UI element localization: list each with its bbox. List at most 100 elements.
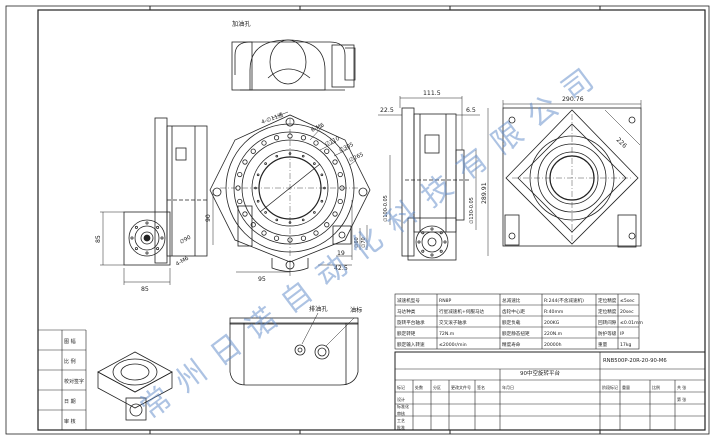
signature-cell: 审核: [397, 410, 405, 416]
bolt-hole: [421, 249, 425, 253]
revision-header-cell: 签名: [477, 384, 485, 390]
spec-cell: ≤0.01mm: [620, 320, 644, 326]
left-cell-label: 图 幅: [64, 338, 76, 345]
bolt-hole: [332, 159, 338, 165]
revision-header-cell: 年月日: [502, 384, 514, 390]
side-view-right: [401, 107, 470, 261]
dia-90-label: ∅90: [179, 234, 193, 245]
spec-cell: ≤5sec: [620, 298, 635, 304]
signature-cell: 标准化: [397, 403, 409, 409]
bolt-hole: [301, 154, 305, 158]
revision-header-cell: 更改文件号: [451, 384, 471, 390]
spec-cell: 减速机型号: [397, 297, 420, 304]
bolt-hole: [242, 211, 248, 217]
bolt-hole: [264, 162, 267, 165]
bolt-hole: [156, 225, 160, 229]
bolt-hole: [145, 251, 149, 255]
bolt-hole: [417, 240, 421, 244]
spec-cell: IP: [620, 331, 624, 337]
dim-19: 19: [337, 250, 345, 257]
dim-289-91: 289.91: [481, 182, 488, 204]
spec-cell: 重量: [598, 341, 608, 348]
bolt-hole: [439, 249, 443, 253]
spec-cell: 17kg: [620, 342, 632, 348]
bolt-hole: [250, 222, 256, 228]
holes-4m6-label: 4-M6: [175, 255, 190, 267]
spec-cell: 交叉滚子轴承: [439, 319, 467, 326]
bolt-hole: [264, 211, 267, 214]
revision-header-cell: 标记: [397, 384, 405, 390]
bolt-hole: [242, 159, 248, 165]
square-view-dimensions: [502, 100, 642, 146]
bolt-hole: [275, 218, 279, 222]
spec-cell: 额定静态扭矩: [502, 330, 530, 337]
dim-22-5: 22.5: [380, 107, 394, 114]
signature-cell: 工艺: [397, 418, 405, 423]
dim-60: ∅60: [354, 237, 360, 248]
dim-70: ∅70: [361, 237, 367, 248]
bolt-hole: [313, 211, 316, 214]
dim-42-5: 42.5: [334, 265, 348, 272]
bolt-hole: [320, 173, 324, 177]
spec-cell: 20sec: [620, 309, 634, 315]
title-block-text: RNB500P-20R-20-90-M690中空旋转平台标记处数分区更改文件号签…: [397, 358, 686, 430]
bolt-hole: [421, 231, 425, 235]
bolt-hole: [337, 198, 343, 205]
left-cell-label: 校对签字: [64, 378, 84, 385]
spec-cell: 额定输入转速: [397, 341, 425, 348]
spec-cell: ≤2000r/min: [439, 342, 467, 348]
sheet-info-cell: 比例: [652, 384, 660, 390]
bolt-hole: [300, 135, 307, 141]
spec-cell: 精度寿命: [502, 341, 521, 348]
dim-226: 226: [615, 136, 628, 149]
left-cell-label: 日 期: [64, 399, 76, 405]
top-view: [231, 39, 356, 91]
spec-cell: 旋转平台轴承: [397, 319, 425, 326]
sheet-info-cell: 第 张: [677, 396, 686, 402]
bottom-square-view: [502, 107, 642, 248]
bolt-hole: [261, 230, 267, 236]
spec-cell: 齿轮中心距: [502, 308, 525, 315]
bolt-hole: [261, 140, 267, 146]
bolt-hole: [160, 236, 164, 240]
bolt-hole: [337, 171, 343, 178]
spec-cell: 回转间隙: [598, 319, 617, 326]
bolt-hole: [430, 253, 434, 257]
left-side-view: [123, 117, 208, 266]
bolt-hole: [313, 140, 319, 146]
drain-view: [229, 317, 359, 386]
revision-header-cell: 处数: [415, 384, 423, 390]
spec-cell: 额定转矩: [397, 330, 416, 337]
front-view-dimensions: [212, 111, 368, 276]
dim-95: 95: [258, 276, 266, 283]
dia-265-label: ∅265: [348, 152, 365, 164]
bolt-hole: [324, 222, 330, 228]
front-view: [209, 114, 371, 272]
bolt-hole: [430, 227, 434, 231]
bolt-hole: [443, 240, 447, 244]
bolt-hole: [275, 154, 279, 158]
dim-130: ∅130-0.05: [469, 197, 475, 224]
revision-header-cell: 分区: [433, 384, 441, 390]
spec-cell: 马达种类: [397, 308, 416, 315]
bolt-hole: [320, 199, 324, 203]
bolt-hole: [237, 171, 243, 178]
dim-85-horizontal: 85: [141, 286, 149, 293]
spec-cell: 行星减速机+伺服马达: [439, 308, 485, 315]
drawing-title: 90中空旋转平台: [520, 369, 560, 377]
dim-85-vertical: 85: [95, 235, 102, 243]
bolt-hole: [324, 148, 330, 154]
bolt-hole: [313, 162, 316, 165]
bolt-hole: [256, 199, 260, 203]
holes-top-label: 4-∅11通: [260, 110, 285, 125]
left-view-dimensions: [100, 211, 171, 285]
bolt-hole: [134, 225, 138, 229]
drawing-frame: [5, 5, 710, 435]
bolt-hole: [439, 231, 443, 235]
spec-cell: 220N.m: [544, 331, 563, 337]
bolt-hole: [134, 247, 138, 251]
spec-cell: 20000h: [544, 342, 562, 348]
